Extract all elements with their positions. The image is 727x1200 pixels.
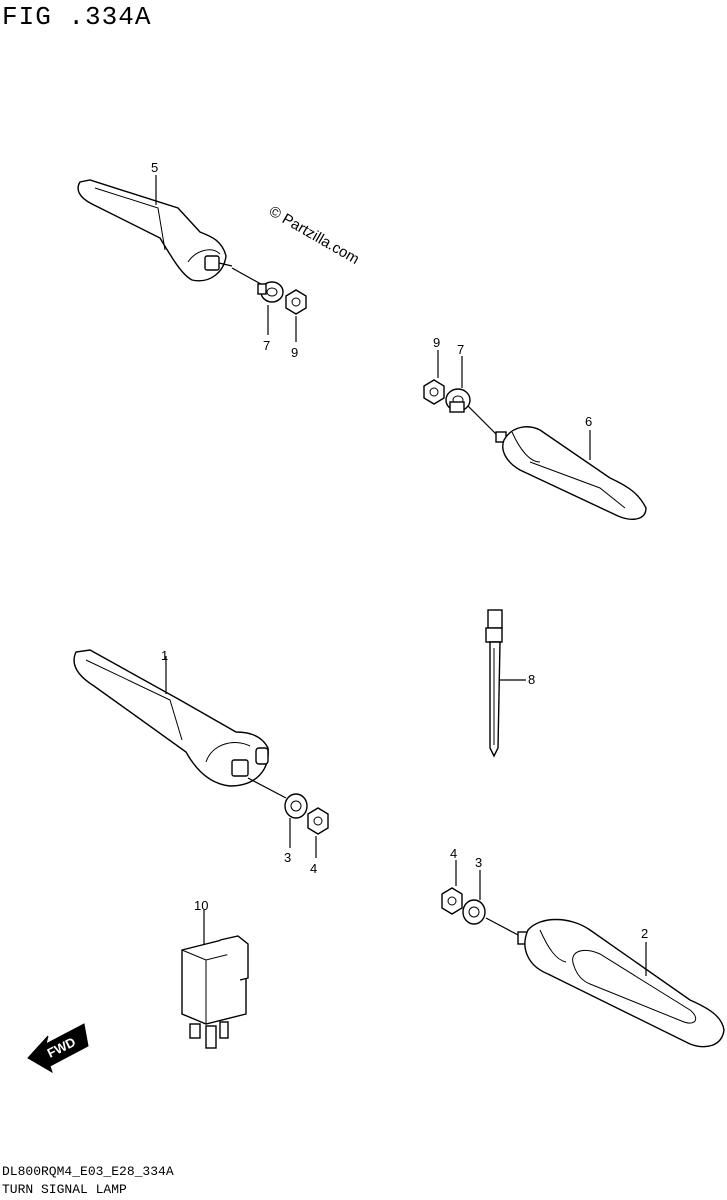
callout-5: 5 — [151, 160, 158, 175]
nut-part-4[interactable] — [307, 807, 329, 858]
diagram-caption: TURN SIGNAL LAMP — [2, 1182, 127, 1197]
callout-2: 2 — [641, 926, 648, 941]
callout-1: 1 — [161, 648, 168, 663]
callout-10: 10 — [194, 898, 208, 913]
callout-6: 6 — [585, 414, 592, 429]
callout-4-right: 4 — [450, 846, 457, 861]
callout-4-left: 4 — [310, 861, 317, 876]
callout-3-right: 3 — [475, 855, 482, 870]
callout-9-upper: 9 — [291, 345, 298, 360]
turn-signal-part-1[interactable] — [73, 649, 287, 799]
nut-part-9[interactable] — [285, 289, 307, 342]
diagram-code: DL800RQM4_E03_E28_334A — [2, 1164, 174, 1179]
washer-part-7-right[interactable] — [445, 356, 471, 413]
washer-part-3[interactable] — [284, 793, 308, 848]
washer-part-7[interactable] — [257, 281, 284, 335]
turn-signal-part-6[interactable] — [467, 405, 647, 520]
callout-7-right: 7 — [457, 342, 464, 357]
callout-8: 8 — [528, 672, 535, 687]
turn-signal-part-5[interactable] — [77, 175, 269, 289]
callout-3-left: 3 — [284, 850, 291, 865]
nut-part-9-right[interactable] — [423, 350, 445, 405]
cable-tie-part-8[interactable] — [485, 609, 526, 758]
forward-direction-arrow: FWD — [27, 1023, 89, 1074]
washer-part-3-right[interactable] — [462, 870, 486, 925]
turn-signal-part-2[interactable] — [485, 917, 725, 1048]
watermark: © Partzilla.com — [266, 203, 362, 268]
callout-9-right: 9 — [433, 335, 440, 350]
figure-title: FIG .334A — [2, 2, 152, 32]
relay-part-10[interactable] — [181, 910, 249, 1049]
callout-7-upper: 7 — [263, 338, 270, 353]
nut-part-4-right[interactable] — [441, 860, 463, 915]
